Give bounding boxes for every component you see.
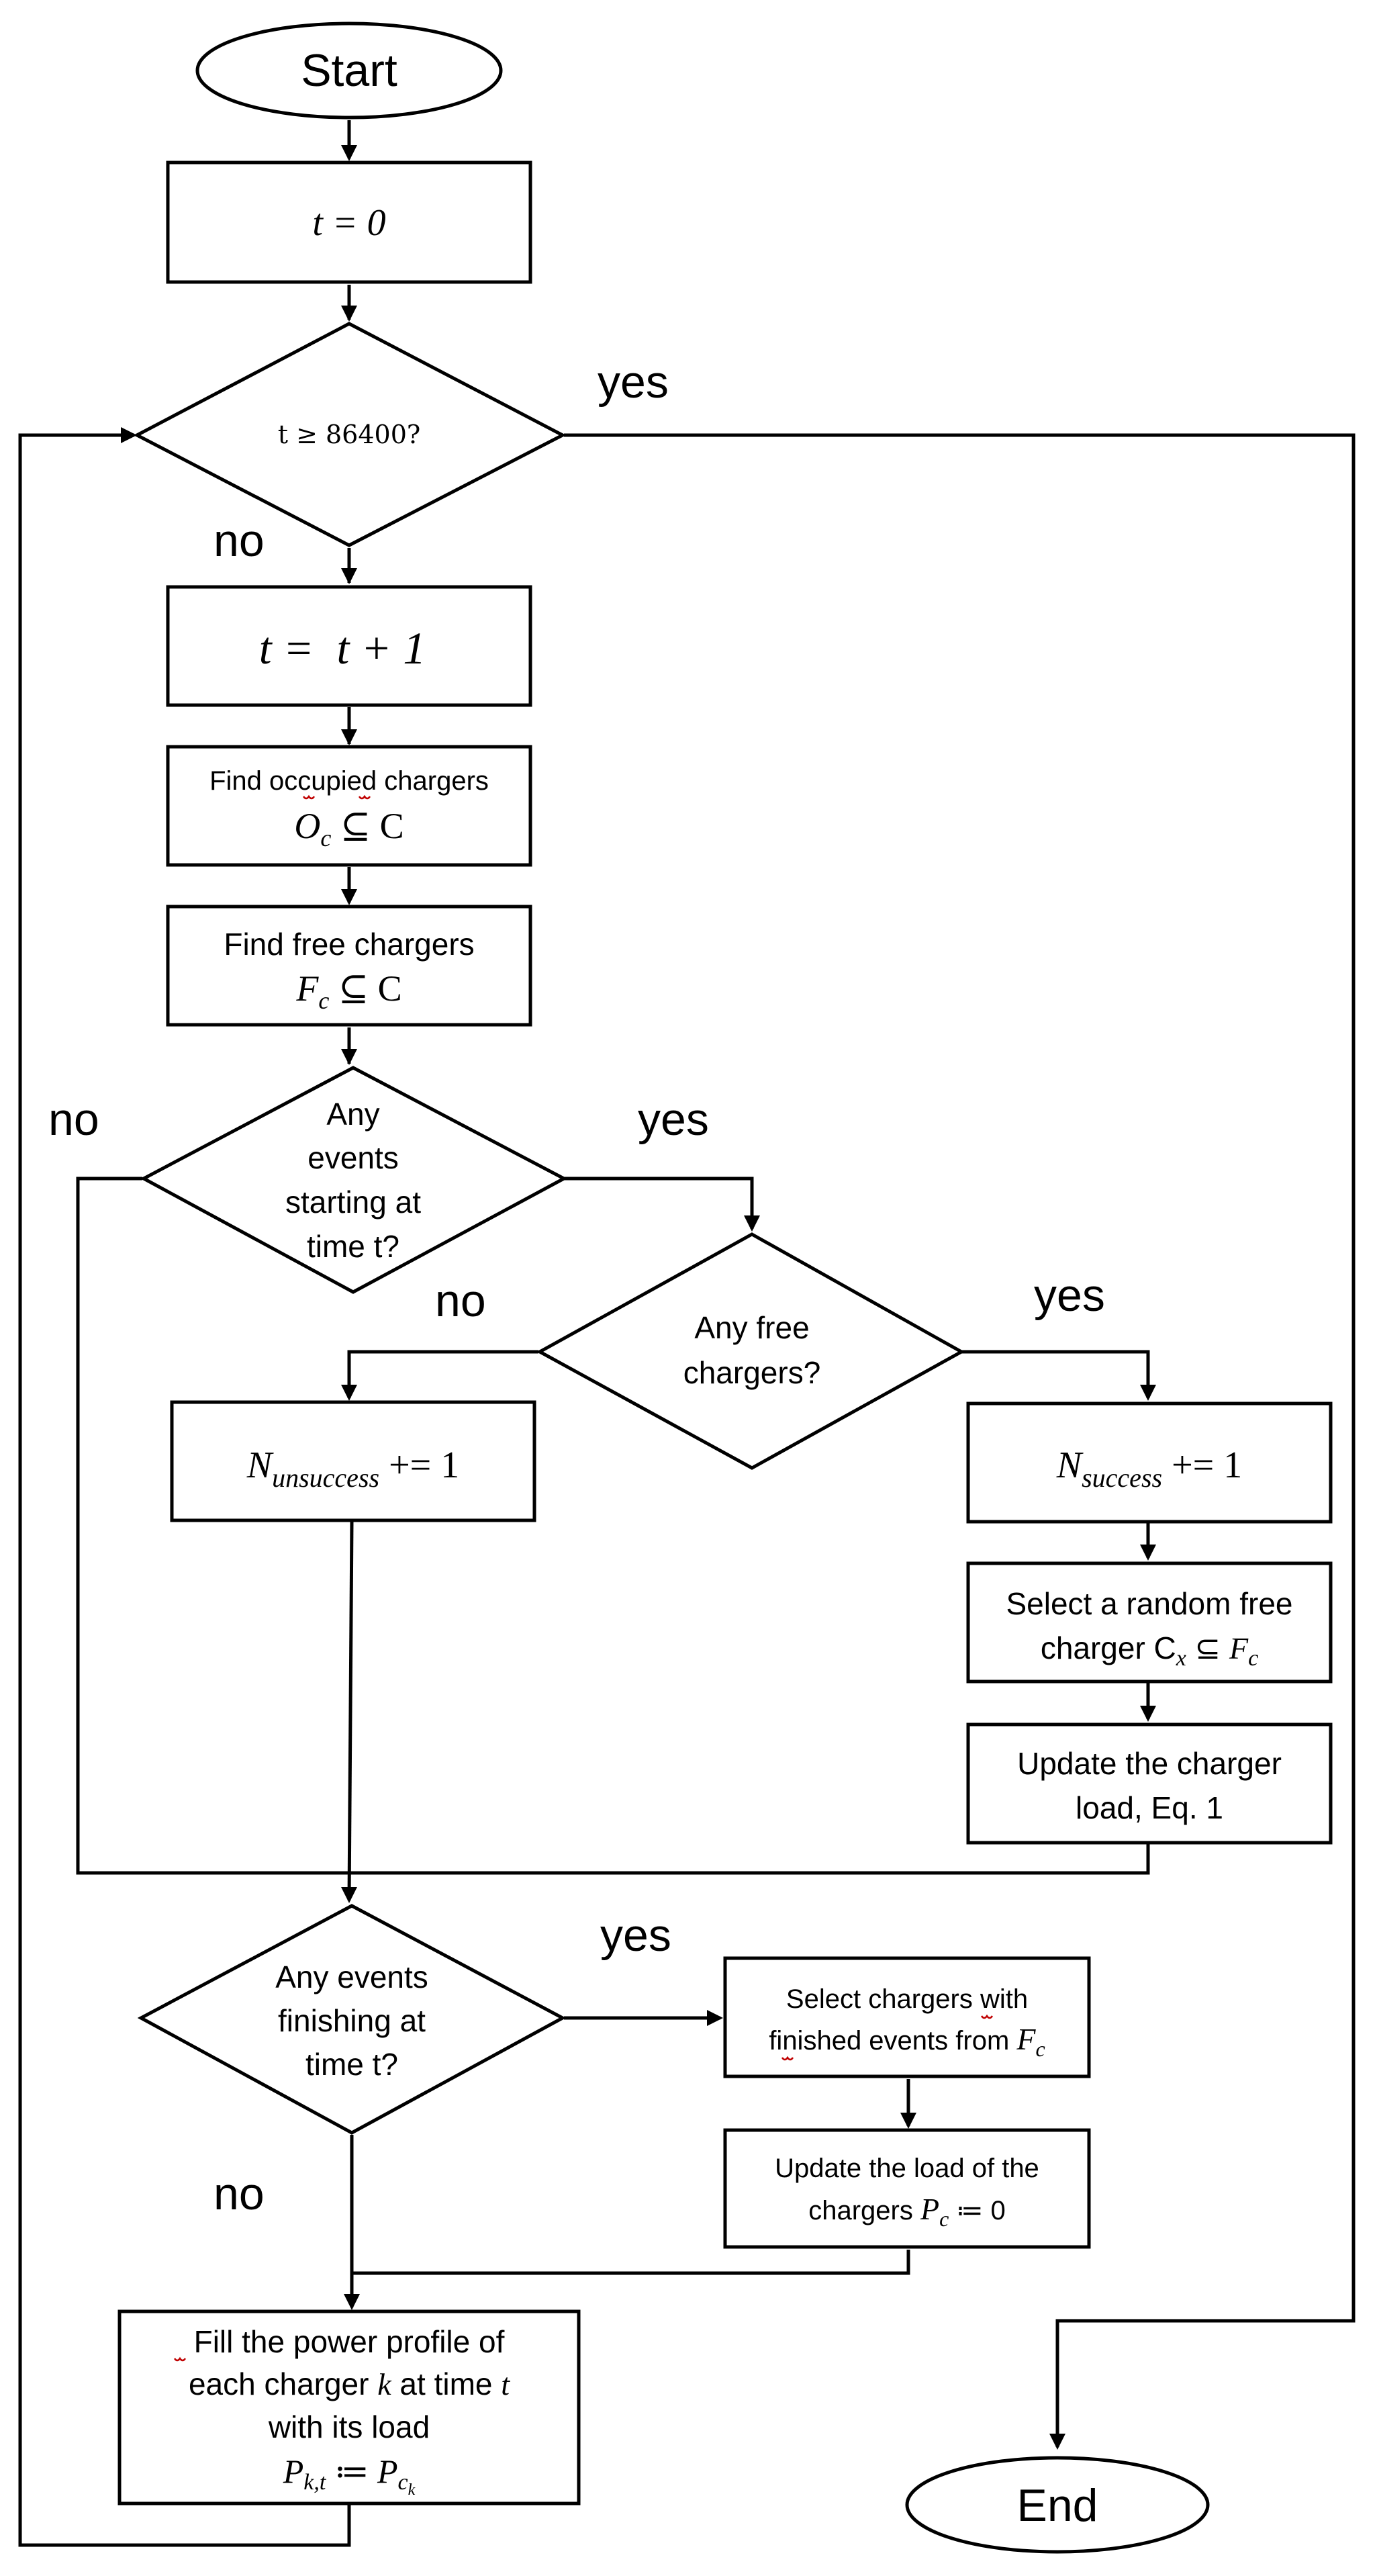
fill-profile-box: Fill the power profile of each charger k… <box>117 2309 581 2505</box>
unsuccess-box: Nunsuccess += 1 <box>170 1400 536 1522</box>
update-load-line1: Update the charger <box>1017 1746 1282 1781</box>
select-random-line1: Select a random free <box>1006 1586 1292 1621</box>
start-label: Start <box>301 45 397 96</box>
cond-finish-line3: time t? <box>305 2047 398 2082</box>
edge-unsuccess-to-cond-finish <box>347 1521 354 1901</box>
edge-label-time-no: no <box>213 515 265 566</box>
edge-label-start-no: no <box>48 1094 99 1145</box>
cond-free-decision: Any free chargers? <box>536 1232 965 1470</box>
update-load-line2: load, Eq. 1 <box>1076 1790 1223 1825</box>
edge-label-start-yes: yes <box>638 1094 709 1145</box>
increment-label: t = t + 1 <box>259 623 426 674</box>
edge-label-free-no: no <box>435 1275 486 1326</box>
cond-start-line1: Any <box>326 1097 379 1132</box>
success-label: Nsuccess += 1 <box>1056 1444 1243 1493</box>
init-box: t = 0 <box>166 160 532 284</box>
select-finished-line1: Select chargers with <box>786 1984 1028 2014</box>
cond-start-line2: events <box>307 1140 399 1175</box>
find-occupied-box: Find occupied chargers Oc ⊆ C <box>166 745 532 867</box>
edge-update-zero-merge <box>352 2250 910 2275</box>
cond-start-line3: starting at <box>285 1185 421 1220</box>
cond-start-line4: time t? <box>307 1229 399 1264</box>
edge-cond-time-yes-to-end <box>564 433 1356 2447</box>
fill-profile-line3: with its load <box>268 2409 430 2444</box>
init-label: t = 0 <box>312 202 385 244</box>
select-random-box: Select a random free charger Cx ⊆ Fc <box>966 1561 1333 1684</box>
unsuccess-label: Nunsuccess += 1 <box>246 1444 460 1493</box>
find-free-label: Find free chargers <box>224 927 474 962</box>
edge-cond-start-yes <box>565 1177 754 1229</box>
edge-label-finish-no: no <box>213 2168 265 2219</box>
cond-start-decision: Any events starting at time t? <box>140 1066 568 1294</box>
end-label: End <box>1017 2480 1098 2531</box>
edge-cond-free-no <box>347 1350 538 1398</box>
cond-time-decision: t ≥ 86400? <box>133 322 567 547</box>
cond-finish-decision: Any events finishing at time t? <box>137 1904 567 2135</box>
select-finished-box: Select chargers with finished events fro… <box>723 1956 1091 2078</box>
update-zero-line2: chargers Pc ≔ 0 <box>808 2192 1006 2231</box>
fill-profile-line1: Fill the power profile of <box>194 2324 505 2359</box>
edge-cond-free-yes <box>960 1350 1150 1398</box>
connectors <box>18 120 1356 2547</box>
find-free-box: Find free chargers Fc ⊆ C <box>166 905 532 1027</box>
select-random-line2: charger Cx ⊆ Fc <box>1041 1630 1258 1671</box>
find-occupied-set: Oc ⊆ C <box>294 806 403 852</box>
start-terminal: Start <box>195 21 503 120</box>
arrowheads <box>121 145 1156 2450</box>
update-zero-box: Update the load of the chargers Pc ≔ 0 <box>723 2128 1091 2249</box>
end-terminal: End <box>905 2456 1210 2554</box>
update-load-box: Update the charger load, Eq. 1 <box>966 1722 1333 1845</box>
fill-profile-formula: Pk,t ≔ Pck <box>283 2452 416 2499</box>
cond-time-label: t ≥ 86400? <box>278 420 421 449</box>
success-box: Nsuccess += 1 <box>966 1401 1333 1524</box>
edge-loop-back <box>18 433 351 2547</box>
find-occupied-label: Find occupied chargers <box>209 766 489 796</box>
cond-free-line2: chargers? <box>683 1355 821 1390</box>
edge-label-free-yes: yes <box>1034 1270 1105 1321</box>
select-finished-line2: finished events from Fc <box>769 2022 1045 2061</box>
increment-box: t = t + 1 <box>166 585 532 707</box>
update-zero-line1: Update the load of the <box>775 2154 1039 2183</box>
edge-cond-start-no-merge <box>76 1177 1150 1875</box>
fill-profile-line2: each charger k at time t <box>189 2366 510 2401</box>
find-free-set: Fc ⊆ C <box>295 968 401 1014</box>
cond-finish-line1: Any events <box>275 1960 428 1994</box>
cond-finish-line2: finishing at <box>278 2003 426 2038</box>
cond-free-line1: Any free <box>694 1310 809 1345</box>
edge-label-finish-yes: yes <box>600 1910 671 1961</box>
edge-label-time-yes: yes <box>598 357 669 408</box>
